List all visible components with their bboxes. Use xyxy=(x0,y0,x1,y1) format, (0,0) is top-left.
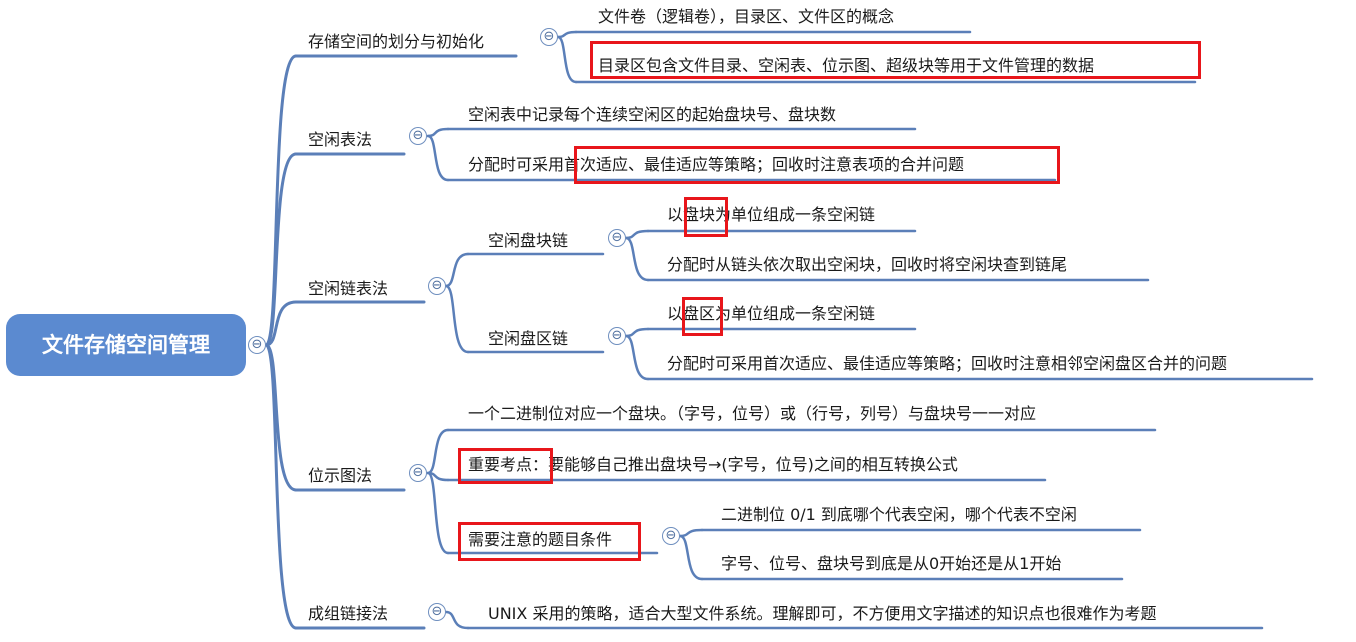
branch-grouped-linking[interactable]: 成组链接法 xyxy=(308,604,389,623)
sub-free-block-chain[interactable]: 空闲盘块链 xyxy=(488,231,569,250)
branch-free-list-collapse-icon[interactable]: ⊖ xyxy=(428,277,446,295)
connector-b3-1 xyxy=(444,284,470,354)
connector-root-4 xyxy=(264,343,298,630)
connector-b2-1 xyxy=(426,134,450,182)
sub-free-block-chain-collapse-icon[interactable]: ⊖ xyxy=(608,229,626,247)
leaf-bitmap-mapping[interactable]: 一个二进制位对应一个盘块。（字号，位号）或（行号，列号）与盘块号一一对应 xyxy=(468,404,1037,423)
connector-b1-1 xyxy=(556,35,578,84)
leaf-directory-area[interactable]: 目录区包含文件目录、空闲表、位示图、超级块等用于文件管理的数据 xyxy=(598,56,1095,75)
connector-b4s-1 xyxy=(678,534,704,581)
connector-b3-0 xyxy=(444,252,470,288)
highlight-box-key-point xyxy=(458,448,553,484)
leaf-bitmap-key-point[interactable]: 重要考点：要能够自己推出盘块号→(字号，位号)之间的相互转换公式 xyxy=(468,455,958,474)
sub-free-extent-chain[interactable]: 空闲盘区链 xyxy=(488,329,569,348)
branch-grouped-linking-collapse-icon[interactable]: ⊖ xyxy=(428,603,446,621)
leaf-bit-meaning[interactable]: 二进制位 0/1 到底哪个代表空闲，哪个代表不空闲 xyxy=(721,505,1077,524)
connector-b3s1-1 xyxy=(624,236,650,282)
connector-b4-2 xyxy=(426,471,450,555)
branch-storage-partition[interactable]: 存储空间的划分与初始化 xyxy=(308,32,485,51)
connector-b1-0 xyxy=(556,30,578,39)
connector-root-2 xyxy=(264,300,298,347)
highlight-box-exam-conditions xyxy=(458,522,641,561)
leaf-extent-chain-alloc[interactable]: 分配时可采用首次适应、最佳适应等策略；回收时注意相邻空闲盘区合并的问题 xyxy=(667,354,1228,373)
sub-exam-conditions[interactable]: 需要注意的题目条件 xyxy=(468,530,613,549)
connector-b3s2-1 xyxy=(624,334,650,381)
connector-root-1 xyxy=(264,152,298,347)
connector-b5-0 xyxy=(444,610,470,630)
connector-b4s-0 xyxy=(678,528,704,538)
branch-bitmap-collapse-icon[interactable]: ⊖ xyxy=(409,464,427,482)
leaf-volume-concept[interactable]: 文件卷（逻辑卷），目录区、文件区的概念 xyxy=(598,7,895,26)
branch-storage-partition-collapse-icon[interactable]: ⊖ xyxy=(540,28,558,46)
root-node-box xyxy=(6,314,246,376)
sub-exam-conditions-collapse-icon[interactable]: ⊖ xyxy=(662,527,680,545)
leaf-index-base[interactable]: 字号、位号、盘块号到底是从0开始还是从1开始 xyxy=(721,554,1062,573)
connector-b2-0 xyxy=(426,127,450,138)
sub-free-extent-chain-collapse-icon[interactable]: ⊖ xyxy=(608,327,626,345)
leaf-free-table-record[interactable]: 空闲表中记录每个连续空闲区的起始盘块号、盘块数 xyxy=(468,105,837,124)
connector-b3s2-0 xyxy=(624,327,650,338)
leaf-block-chain-alloc[interactable]: 分配时从链头依次取出空闲块，回收时将空闲块查到链尾 xyxy=(667,255,1068,274)
branch-free-list[interactable]: 空闲链表法 xyxy=(308,279,389,298)
highlight-box-extent xyxy=(682,297,723,336)
highlight-box-block xyxy=(684,197,728,237)
branch-bitmap[interactable]: 位示图法 xyxy=(308,466,373,485)
branch-free-table[interactable]: 空闲表法 xyxy=(308,130,373,149)
connector-b3s1-0 xyxy=(624,229,650,240)
connector-b4-0 xyxy=(426,428,450,475)
leaf-block-chain-unit[interactable]: 以盘块为单位组成一条空闲链 xyxy=(667,205,876,224)
leaf-free-table-alloc[interactable]: 分配时可采用首次适应、最佳适应等策略；回收时注意表项的合并问题 xyxy=(468,155,965,174)
highlight-box-strategy xyxy=(574,146,1060,184)
root-node[interactable]: 文件存储空间管理 xyxy=(42,333,210,357)
branch-free-table-collapse-icon[interactable]: ⊖ xyxy=(409,127,427,145)
root-collapse-icon[interactable]: ⊖ xyxy=(248,336,266,354)
highlight-box-directory-area xyxy=(590,41,1201,79)
leaf-extent-chain-unit[interactable]: 以盘区为单位组成一条空闲链 xyxy=(667,304,876,323)
leaf-unix-strategy[interactable]: UNIX 采用的策略，适合大型文件系统。理解即可，不方便用文字描述的知识点也很难… xyxy=(488,604,1157,623)
